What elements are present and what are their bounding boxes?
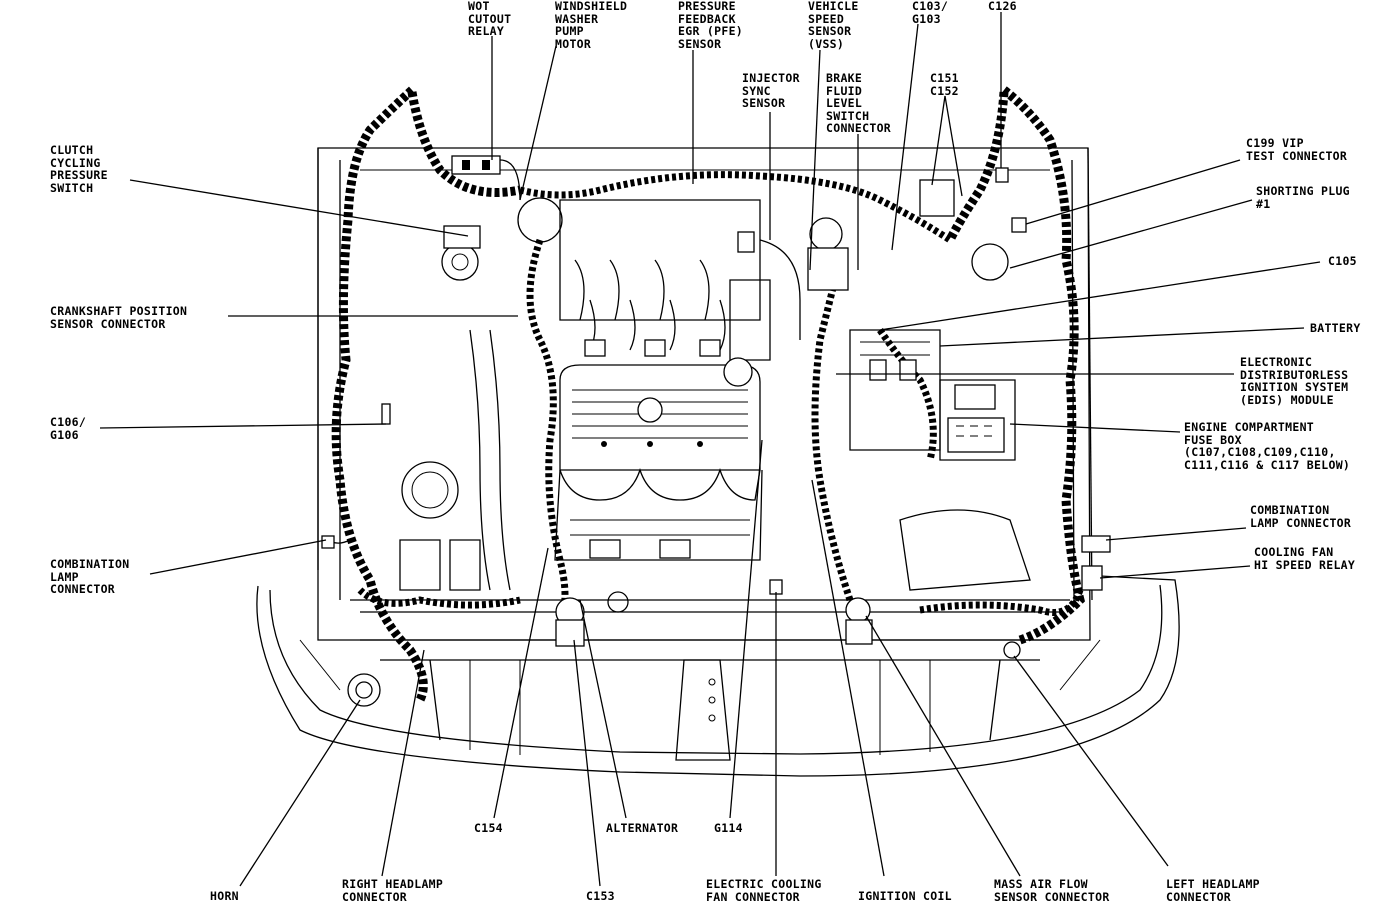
label-engine-compartment-fuse-box: ENGINE COMPARTMENT FUSE BOX (C107,C108,C… [1184, 420, 1351, 472]
label-c126: C126 [988, 0, 1017, 13]
label-clutch-cycling-pressure-switch: CLUTCH CYCLING PRESSURE SWITCH [50, 143, 108, 195]
label-injector-sync-sensor: INJECTOR SYNC SENSOR [742, 71, 800, 110]
label-c105: C105 [1328, 254, 1357, 268]
label-brake-fluid-level-switch: BRAKE FLUID LEVEL SWITCH CONNECTOR [826, 71, 892, 135]
label-electric-cooling-fan-connector: ELECTRIC COOLING FAN CONNECTOR [706, 877, 822, 904]
label-left-headlamp-connector: LEFT HEADLAMP CONNECTOR [1166, 877, 1260, 904]
label-c106-g106: C106/ G106 [50, 415, 87, 442]
label-c154: C154 [474, 821, 503, 835]
label-wot-cutout-relay: WOT CUTOUT RELAY [468, 0, 512, 38]
left-side-components [321, 155, 563, 707]
label-battery: BATTERY [1310, 321, 1361, 335]
label-c103-g103: C103/ G103 [912, 0, 949, 26]
label-mass-air-flow-sensor-connector: MASS AIR FLOW SENSOR CONNECTOR [994, 877, 1110, 904]
leader-lines [99, 12, 1321, 887]
label-vehicle-speed-sensor: VEHICLE SPEED SENSOR (VSS) [808, 0, 859, 51]
label-pfe-sensor: PRESSURE FEEDBACK EGR (PFE) SENSOR [678, 0, 744, 51]
vehicle-body-outline [256, 147, 1180, 777]
label-crankshaft-position-sensor: CRANKSHAFT POSITION SENSOR CONNECTOR [50, 304, 188, 331]
label-combination-lamp-connector-left: COMBINATION LAMP CONNECTOR [1250, 503, 1352, 530]
label-cooling-fan-hi-speed-relay: COOLING FAN HI SPEED RELAY [1254, 545, 1356, 572]
label-c199-vip-test-connector: C199 VIP TEST CONNECTOR [1246, 136, 1348, 163]
label-edis-module: ELECTRONIC DISTRIBUTORLESS IGNITION SYST… [1240, 355, 1349, 407]
label-alternator: ALTERNATOR [606, 821, 679, 835]
label-shorting-plug: SHORTING PLUG #1 [1256, 184, 1350, 211]
label-c151-c152: C151 C152 [930, 71, 959, 98]
label-horn: HORN [210, 889, 239, 903]
label-windshield-washer-pump-motor: WINDSHIELD WASHER PUMP MOTOR [555, 0, 628, 51]
label-ignition-coil: IGNITION COIL [858, 889, 952, 903]
right-side-components [555, 167, 1111, 659]
engine-assembly [469, 159, 801, 591]
label-g114: G114 [714, 821, 743, 835]
label-c153: C153 [586, 889, 615, 903]
label-right-headlamp-connector: RIGHT HEADLAMP CONNECTOR [342, 877, 444, 904]
label-combination-lamp-connector-right: COMBINATION LAMP CONNECTOR [50, 557, 130, 596]
